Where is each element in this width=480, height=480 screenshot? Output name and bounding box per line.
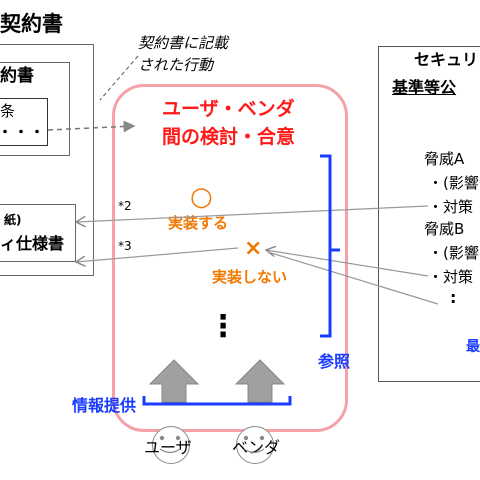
user-up-arrow xyxy=(148,359,200,403)
contract-inner-title: 約書 xyxy=(0,66,34,86)
threat-b-to-cross-arrow-2 xyxy=(267,251,439,305)
vendor-label: ベンダ xyxy=(232,438,281,457)
threat-b-countermeasure: ・対策 xyxy=(428,268,474,286)
implement-circle-mark: ○ xyxy=(190,182,213,212)
not-implement-cross-mark: × xyxy=(244,236,263,261)
user-label: ユーザ xyxy=(144,438,192,457)
vendor-face-features xyxy=(243,435,265,454)
security-spec-label: ィ仕様書 xyxy=(0,234,65,253)
threat-a-to-spec-arrow xyxy=(76,205,429,222)
vendor-up-arrow xyxy=(234,359,286,403)
threat-b-to-cross-arrow-1 xyxy=(266,250,429,277)
note-marker-3: *3 xyxy=(118,239,132,253)
info-provision-label: 情報提供 xyxy=(72,396,137,415)
note-line-1: 契約書に記載 xyxy=(138,34,229,52)
clause-dots: ・・・ xyxy=(0,125,46,141)
contract-clause-box xyxy=(0,98,48,146)
center-title-line-1: ユーザ・ベンダ xyxy=(162,98,295,120)
threat-a-countermeasure: ・対策 xyxy=(428,198,474,216)
standards-bottom-char: 最 xyxy=(466,339,480,355)
security-standards-document xyxy=(378,46,480,382)
user-face-features xyxy=(159,435,181,454)
threat-colon: : xyxy=(450,288,457,307)
threat-b-impact: ・(影響 xyxy=(428,244,479,262)
reference-bracket xyxy=(320,154,332,338)
security-spec-document xyxy=(0,204,76,262)
threat-a: 脅威A xyxy=(424,150,465,168)
standards-title-line-2: 基準等公 xyxy=(392,78,457,97)
standards-title-line-1: セキュリ xyxy=(414,50,479,69)
note-marker-2: *2 xyxy=(118,199,132,213)
note-pointer-line xyxy=(99,55,139,101)
cross-to-spec-arrow xyxy=(76,247,239,262)
threat-a-impact: ・(影響 xyxy=(428,174,479,192)
clause-label: 条 xyxy=(0,102,16,120)
threat-b: 脅威B xyxy=(424,220,465,238)
not-implement-label: 実装しない xyxy=(212,268,288,286)
center-title-line-2: 間の検討・合意 xyxy=(162,126,296,148)
clause-to-center-arrow xyxy=(47,120,136,133)
reference-label: 参照 xyxy=(318,352,351,371)
user-avatar xyxy=(152,426,190,464)
contract-title: 契約書 xyxy=(0,12,63,36)
info-bracket xyxy=(142,396,292,406)
discussion-agreement-box xyxy=(112,84,348,432)
vertical-dots: ⋮ xyxy=(208,309,238,344)
vendor-avatar xyxy=(236,426,274,464)
note-line-2: された行動 xyxy=(138,56,214,74)
paper-label: 紙) xyxy=(4,213,22,227)
implement-label: 実装する xyxy=(168,214,229,232)
